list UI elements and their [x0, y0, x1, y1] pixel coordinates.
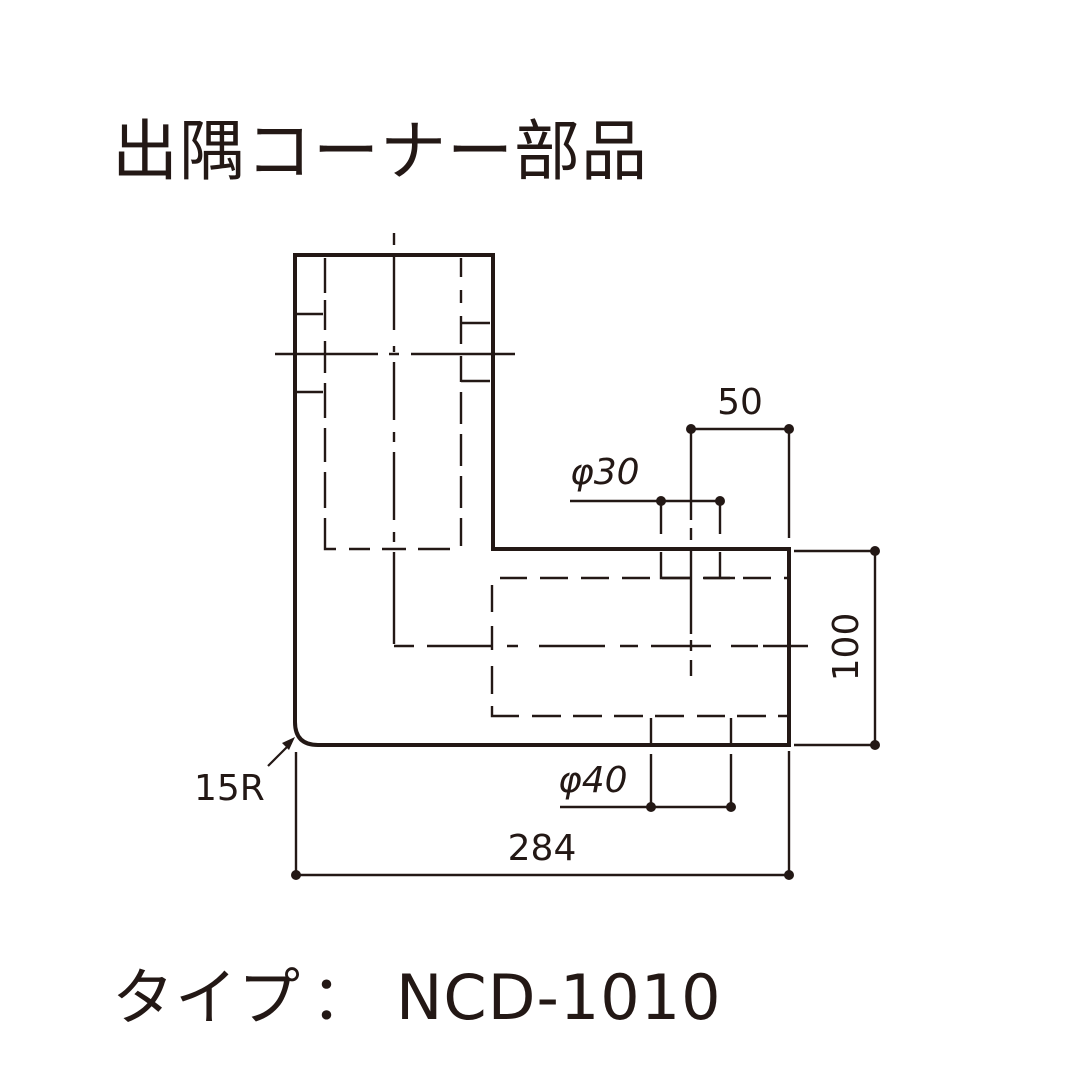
type-separator: ： [311, 961, 375, 1034]
dim-dot [686, 424, 696, 434]
dim-dot [784, 424, 794, 434]
hidden-bore-horizontal-left [490, 585, 519, 718]
dim-phi40-label: φ40 [558, 760, 628, 801]
phi30-hole-right [704, 499, 735, 580]
arrow-icon [282, 737, 295, 750]
dim-phi30-label: φ30 [570, 452, 640, 493]
dim-284-label: 284 [508, 828, 577, 869]
dim-15r-label: 15R [194, 768, 265, 809]
page-title: 出隅コーナー部品 [112, 113, 648, 190]
type-value: NCD-1010 [396, 961, 722, 1034]
dim-dot [656, 496, 666, 506]
type-info: タイプ： NCD-1010 [112, 958, 722, 1038]
dim-50-line [691, 427, 791, 538]
dim-dot [726, 802, 736, 812]
phi30-hole-left [659, 499, 691, 580]
dim-dot [870, 740, 880, 750]
dim-50-label: 50 [717, 382, 763, 423]
dim-dot [870, 546, 880, 556]
type-label: タイプ [112, 961, 302, 1034]
hidden-bore-left [323, 258, 336, 551]
dim-dot [784, 870, 794, 880]
dim-dot [291, 870, 301, 880]
dim-dot [715, 496, 725, 506]
dim-100-label: 100 [826, 613, 867, 682]
dim-dot [646, 802, 656, 812]
